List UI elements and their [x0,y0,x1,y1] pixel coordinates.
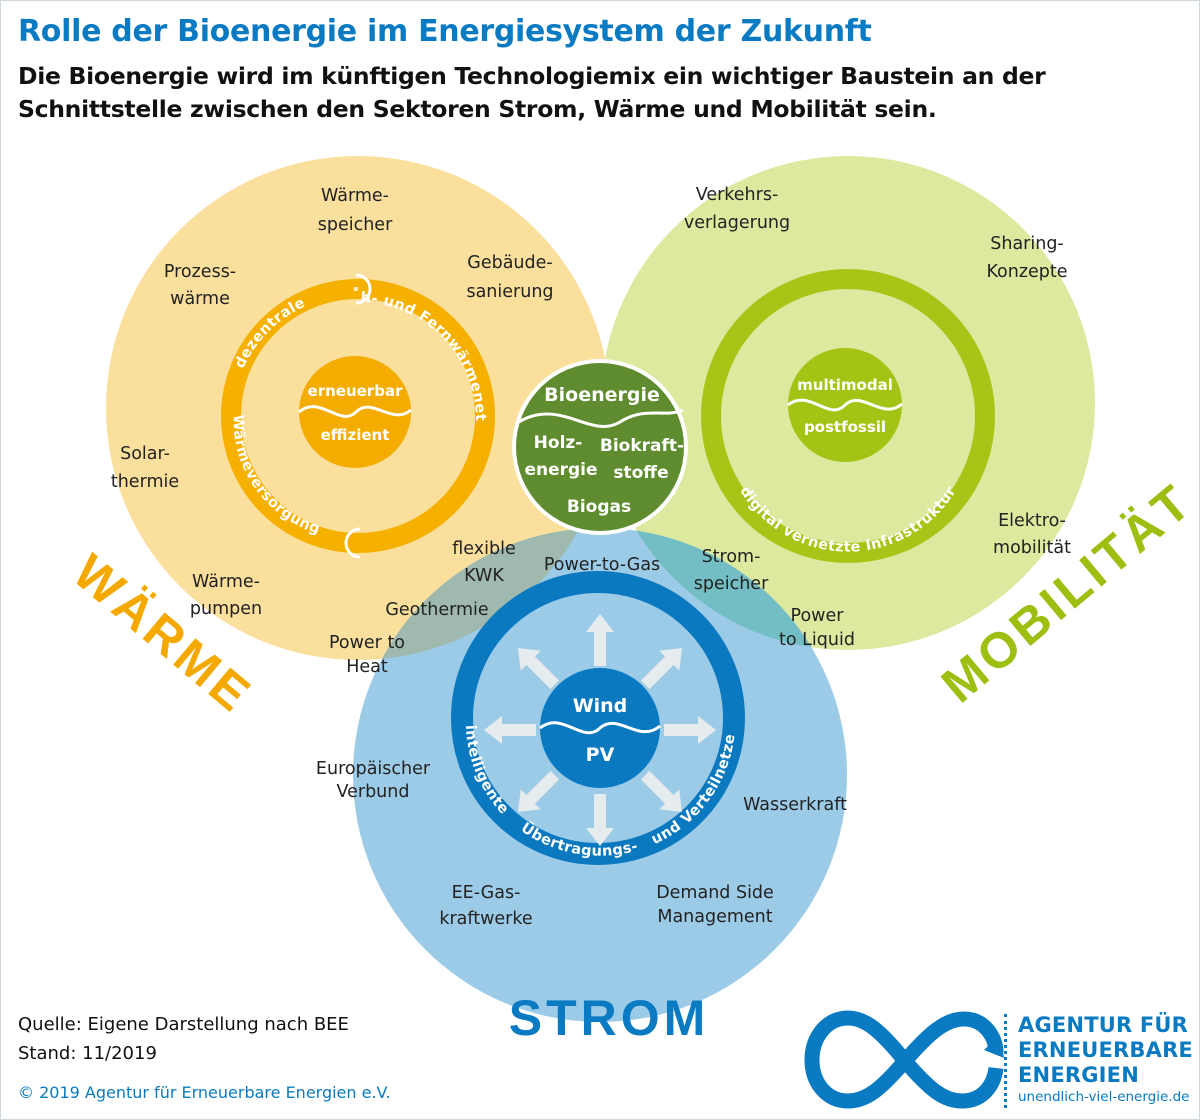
logo-line-2: ERNEUERBARE [1018,1038,1193,1062]
overlap-stromspeicher-l2: speicher [694,574,769,594]
mob-label-2b: Konzepte [986,262,1067,282]
overlap-flexible-l1: flexible [452,539,515,559]
page-title: Rolle der Bioenergie im Energiesystem de… [18,14,872,49]
bio-wave [516,408,684,428]
strom-label-4b: Management [657,907,772,927]
infinity-logo-icon [804,1010,1004,1109]
waerme-label-3a: Gebäude- [467,253,552,273]
logo-divider [1004,1014,1007,1108]
waerme-label-4a: Solar- [120,444,170,464]
waerme-label-5b: pumpen [190,599,262,619]
waerme-core-top: erneuerbar [308,382,404,400]
overlap-flexible-l2: KWK [464,566,504,586]
strom-label-1a: Europäischer [316,759,431,779]
mob-label-2a: Sharing- [990,234,1064,254]
mob-label-3b: mobilität [993,538,1071,558]
bio-title: Bioenergie [544,384,660,406]
logo-line-3: ENERGIEN [1018,1063,1140,1087]
bio-biokraft-l1: Biokraft- [600,436,684,456]
waerme-label-1a: Wärme- [321,186,389,206]
strom-core-wave [539,721,661,735]
strom-core-top: Wind [573,695,628,717]
mobilitaet-core-bottom: postfossil [804,418,886,436]
strom-label-3a: EE-Gas- [452,883,521,903]
footer-date: Stand: 11/2019 [18,1043,157,1064]
strom-label-1b: Verbund [337,782,410,802]
mobilitaet-core-top: multimodal [797,376,893,394]
waerme-label-1b: speicher [318,215,393,235]
bio-holz-l1: Holz- [534,433,583,453]
bio-holz-l2: energie [524,460,597,480]
strom-label-3b: kraftwerke [439,909,532,929]
overlap-geothermie: Geothermie [385,600,488,620]
waerme-label-5a: Wärme- [192,572,260,592]
mob-label-4b: to Liquid [779,630,855,650]
mob-label-1a: Verkehrs- [696,185,779,205]
mobilitaet-ring [701,269,995,563]
waerme-label-2a: Prozess- [164,262,236,282]
footer-copyright: © 2019 Agentur für Erneuerbare Energien … [18,1083,391,1102]
waerme-label-6a: Power to [329,633,405,653]
strom-label-2: Wasserkraft [743,795,847,815]
overlap-stromspeicher-l1: Strom- [702,547,761,567]
waerme-core-wave [298,405,412,418]
mob-label-3a: Elektro- [998,511,1066,531]
sector-strom: STROM [509,990,710,1046]
strom-label-4a: Demand Side [656,883,774,903]
strom-arrows [484,614,716,846]
overlap-power-to-gas: Power-to-Gas [544,555,660,575]
logo-line-1: AGENTUR FÜR [1018,1013,1189,1037]
waerme-label-6b: Heat [346,657,388,677]
page-subtitle: Die Bioenergie wird im künftigen Technol… [18,62,1046,123]
strom-ring [451,571,745,865]
waerme-ring [221,279,495,553]
footer-source: Quelle: Eigene Darstellung nach BEE [18,1014,349,1035]
waerme-ring-notch-bottom [344,527,361,559]
waerme-ring-notch-top [355,273,372,305]
bio-biogas: Biogas [567,497,631,517]
mob-label-4a: Power [791,606,845,626]
waerme-core-bottom: effizient [321,426,390,444]
mobilitaet-core-wave [787,398,903,412]
waerme-label-2b: wärme [170,289,230,309]
bio-biokraft-l2: stoffe [613,463,668,483]
waerme-label-4b: thermie [111,472,179,492]
bioenergie-core [516,363,684,531]
logo-url: unendlich-viel-energie.de [1018,1089,1190,1105]
strom-core-bottom: PV [586,744,615,766]
mob-label-1b: verlagerung [684,213,790,233]
waerme-label-3b: sanierung [466,282,553,302]
